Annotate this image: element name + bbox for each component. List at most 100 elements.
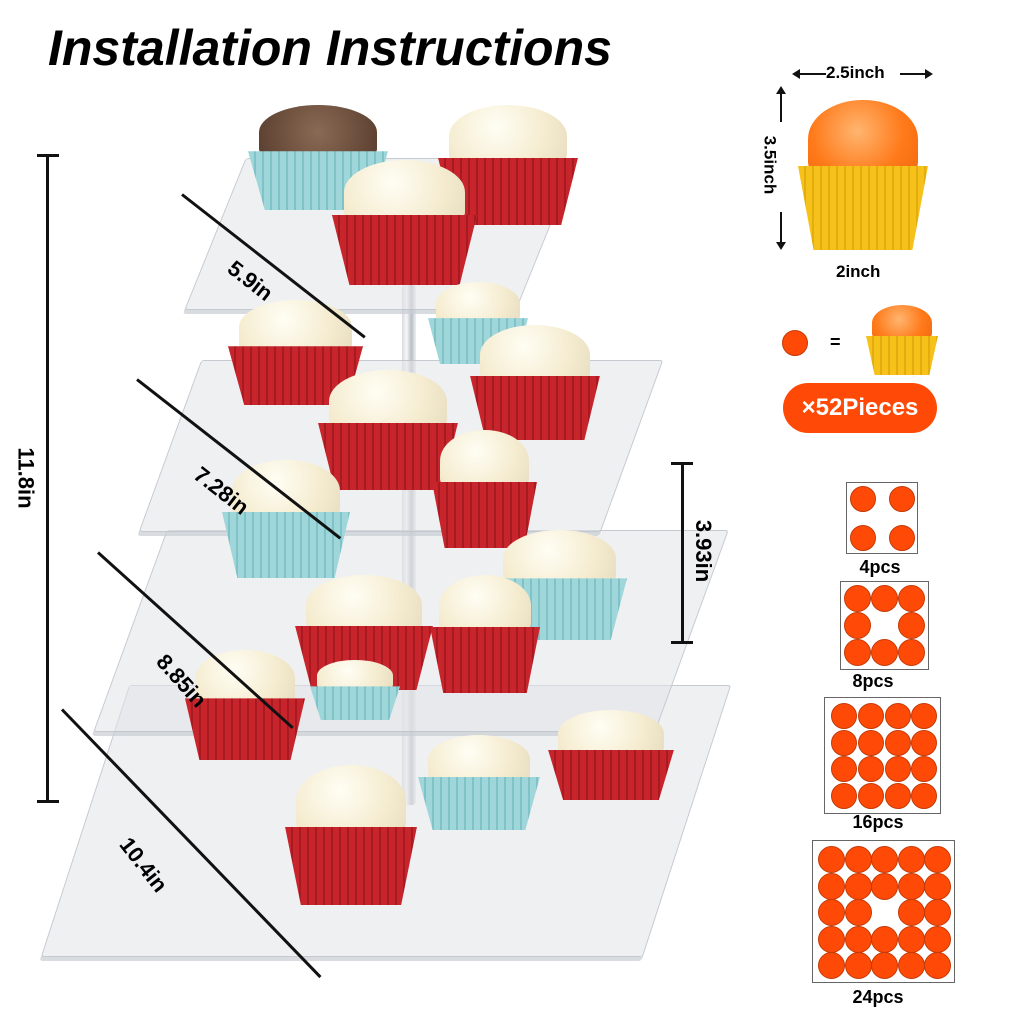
capacity-grid-4pcs [846, 482, 918, 554]
cupcake-dot-icon [858, 783, 884, 809]
cupcake-dot-icon [889, 486, 915, 512]
cupcake-dot-icon [831, 730, 857, 756]
height-arrow-line [780, 212, 782, 242]
cupcake-dot-icon [898, 639, 925, 666]
cupcake-dot-icon [924, 899, 951, 926]
cupcake-dot-icon [831, 783, 857, 809]
cupcake-dot-icon [898, 952, 925, 979]
tier-spacing-dimension-line [681, 463, 684, 643]
cupcake [310, 660, 400, 720]
capacity-grid-24pcs [812, 840, 955, 983]
equals-sign: = [830, 332, 841, 352]
cupcake-dot-icon [871, 952, 898, 979]
cupcake-dot-icon [845, 873, 872, 900]
cupcake-dot-icon [845, 952, 872, 979]
width-arrow-line [900, 73, 926, 75]
dimension-cap [671, 462, 693, 465]
reference-cupcake-image [798, 100, 928, 250]
cupcake [438, 105, 578, 225]
cupcake-dot-icon [924, 952, 951, 979]
cupcake [418, 735, 540, 830]
cupcake-dot-icon [844, 639, 871, 666]
cupcake [285, 765, 417, 905]
cupcake-dot-icon [818, 846, 845, 873]
cupcake [222, 460, 350, 578]
capacity-label-24pcs: 24pcs [852, 987, 904, 1007]
cupcake-dot-icon [924, 873, 951, 900]
page-title: Installation Instructions [48, 20, 612, 76]
cupcake-dot-icon [818, 952, 845, 979]
width-arrow-line [798, 73, 826, 75]
cupcake-base-width-label: 2inch [836, 262, 881, 281]
capacity-label-4pcs: 4pcs [859, 557, 901, 577]
cupcake-dot-icon [845, 926, 872, 953]
cupcake-dot-icon [845, 846, 872, 873]
cupcake-dot-icon [844, 612, 871, 639]
cupcake [430, 575, 540, 693]
cupcake [432, 430, 537, 548]
capacity-label-16pcs: 16pcs [852, 812, 904, 832]
cupcake-dot-icon [885, 756, 911, 782]
arrow-down-icon [776, 242, 786, 250]
arrow-left-icon [792, 69, 800, 79]
cupcake-dot-icon [782, 330, 808, 356]
cupcake-dot-icon [898, 926, 925, 953]
cupcake-dot-icon [845, 899, 872, 926]
cupcake-dot-icon [858, 730, 884, 756]
cupcake-dot-icon [858, 756, 884, 782]
cupcake-dot-icon [898, 846, 925, 873]
height-dimension-line [46, 155, 49, 802]
cupcake-dot-icon [844, 585, 871, 612]
cupcake-top-width-label: 2.5inch [826, 63, 885, 82]
cupcake [228, 300, 363, 405]
cupcake-dot-icon [885, 703, 911, 729]
arrow-up-icon [776, 86, 786, 94]
cupcake-stand-illustration [40, 105, 732, 957]
capacity-grid-8pcs [840, 581, 929, 670]
cupcake-dot-icon [818, 873, 845, 900]
cupcake-dot-icon [924, 846, 951, 873]
cupcake-dot-icon [831, 756, 857, 782]
cupcake-dot-icon [871, 846, 898, 873]
capacity-label-8pcs: 8pcs [852, 671, 894, 691]
cupcake-dot-icon [911, 730, 937, 756]
cupcake-dot-icon [885, 730, 911, 756]
total-height-label: 11.8in [13, 447, 39, 509]
cupcake-dot-icon [911, 756, 937, 782]
dimension-cap [671, 641, 693, 644]
cupcake-dot-icon [911, 703, 937, 729]
cupcake-dot-icon [898, 899, 925, 926]
cupcake-dot-icon [898, 873, 925, 900]
capacity-grid-16pcs [824, 697, 941, 814]
dimension-cap [37, 154, 59, 157]
cupcake-dot-icon [871, 926, 898, 953]
cupcake-dot-icon [871, 873, 898, 900]
cupcake-dot-icon [889, 525, 915, 551]
cupcake-dot-icon [885, 783, 911, 809]
cupcake-dot-icon [898, 585, 925, 612]
total-pieces-badge: ×52Pieces [783, 383, 937, 433]
cupcake-dot-icon [871, 585, 898, 612]
legend-cupcake-image [866, 305, 938, 375]
cupcake-dot-icon [898, 612, 925, 639]
cupcake [318, 370, 458, 490]
cupcake-dot-icon [831, 703, 857, 729]
cupcake [428, 282, 528, 364]
cupcake [185, 650, 305, 760]
cupcake-dot-icon [911, 783, 937, 809]
tier-spacing-label: 3.93in [691, 519, 717, 583]
cupcake-height-label: 3.5inch [760, 135, 780, 195]
cupcake-dot-icon [850, 525, 876, 551]
cupcake [332, 160, 477, 285]
cupcake-dot-icon [924, 926, 951, 953]
dimension-cap [37, 800, 59, 803]
cupcake-dot-icon [818, 899, 845, 926]
height-arrow-line [780, 92, 782, 122]
cupcake [548, 710, 674, 800]
cupcake-dot-icon [818, 926, 845, 953]
cupcake [470, 325, 600, 440]
cupcake-dot-icon [850, 486, 876, 512]
cupcake-dot-icon [871, 639, 898, 666]
cupcake-dot-icon [858, 703, 884, 729]
arrow-right-icon [925, 69, 933, 79]
